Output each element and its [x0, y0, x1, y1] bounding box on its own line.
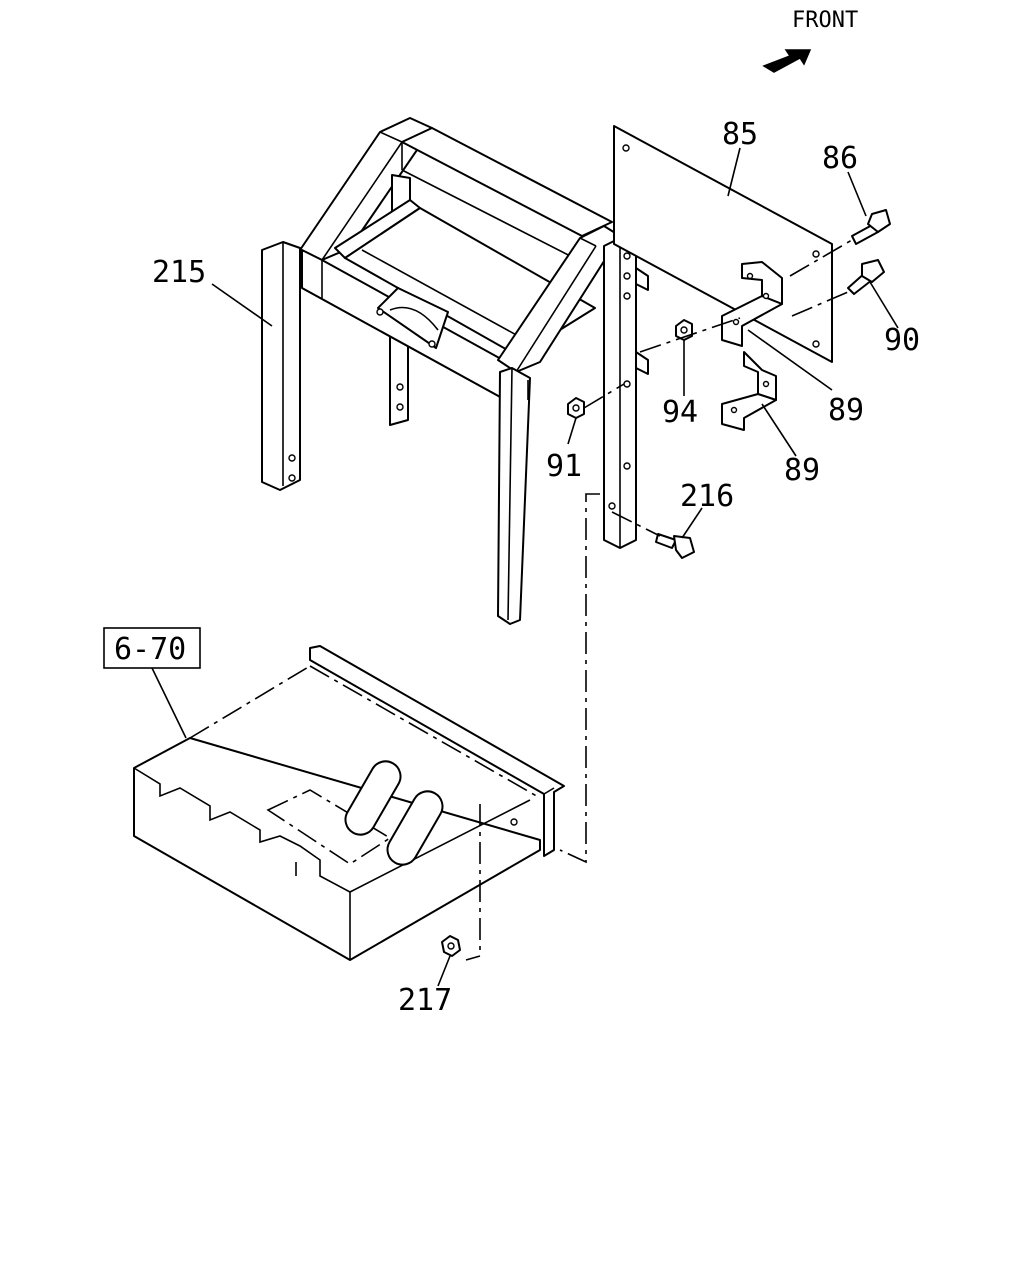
- callout-85: 85: [722, 117, 758, 152]
- bracket-upper: [721, 261, 783, 347]
- bolt-upper: [851, 209, 891, 245]
- bolt-axis-line: [611, 511, 661, 537]
- battery-box: [133, 645, 565, 961]
- nut-axis-line: [583, 383, 625, 409]
- nut-upper-axis-line: [639, 317, 741, 353]
- callout-89-lower: 89: [784, 453, 820, 488]
- front-label: FRONT: [792, 8, 858, 33]
- callout-216: 216: [680, 479, 734, 514]
- bracket-lower: [721, 351, 777, 431]
- callout-89-upper: 89: [828, 393, 864, 428]
- reference-box: 6-70: [103, 627, 201, 739]
- bolt-frame: [655, 533, 695, 559]
- callout-91: 91: [546, 449, 582, 484]
- reference-box-label: 6-70: [114, 632, 186, 667]
- callout-94: 94: [662, 395, 698, 430]
- front-indicator: FRONT: [762, 8, 858, 73]
- nut-middle: [567, 397, 585, 419]
- bracket-frame: [261, 117, 649, 625]
- callout-217: 217: [398, 983, 452, 1018]
- front-arrow-icon: [762, 49, 812, 73]
- callout-86: 86: [822, 141, 858, 176]
- bolt-lower-axis-line: [791, 291, 849, 317]
- callout-90: 90: [884, 323, 920, 358]
- nut-bottom: [441, 935, 461, 957]
- callout-215: 215: [152, 255, 206, 290]
- bolt-lower: [847, 259, 885, 295]
- alignment-line: [559, 493, 600, 864]
- bolt-upper-axis-line: [789, 239, 853, 277]
- leader-lines: [211, 147, 899, 987]
